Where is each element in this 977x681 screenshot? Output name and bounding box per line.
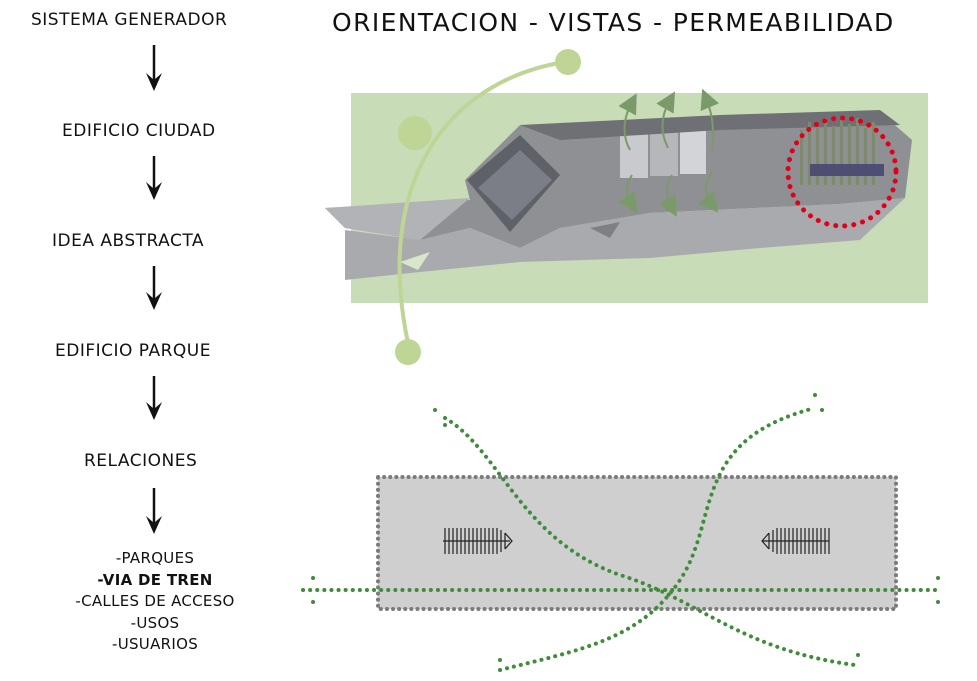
- flow-arrow-3: [146, 266, 162, 310]
- flow-arrow-4: [146, 376, 162, 420]
- green-node-bottom: [395, 339, 421, 365]
- relation-calles-de-acceso: -CALLES DE ACCESO: [75, 592, 235, 610]
- plan-flow-lines: [301, 406, 942, 672]
- step-sistema-generador: SISTEMA GENERADOR: [31, 10, 228, 30]
- relations-list: -PARQUES -VIA DE TREN -CALLES DE ACCESO …: [30, 548, 280, 656]
- green-node-top: [555, 49, 581, 75]
- relation-parques: -PARQUES: [115, 549, 195, 567]
- green-node-middle: [398, 116, 432, 150]
- flow-arrow-2: [146, 156, 162, 200]
- relation-via-de-tren: -VIA DE TREN: [97, 570, 213, 589]
- flow-arrow-1: [146, 45, 162, 91]
- relation-usos: -USOS: [130, 613, 180, 632]
- flow-line-descending: [443, 416, 857, 667]
- flow-line-ascending: [498, 406, 817, 672]
- flow-arrow-5: [146, 488, 162, 534]
- relation-usuarios: -USUARIOS: [111, 635, 199, 653]
- plan-symbol-left: [443, 528, 513, 554]
- view-arrows: [618, 88, 720, 217]
- flow-line-endpoints: [311, 393, 940, 662]
- building-render: [325, 110, 912, 280]
- highlight-circle: [785, 115, 899, 229]
- page-title: ORIENTACION - VISTAS - PERMEABILIDAD: [332, 8, 895, 37]
- step-idea-abstracta: IDEA ABSTRACTA: [52, 231, 205, 251]
- plan-symbol-right: [761, 528, 830, 554]
- step-edificio-ciudad: EDIFICIO CIUDAD: [62, 121, 216, 141]
- green-arc: [397, 60, 566, 353]
- step-edificio-parque: EDIFICIO PARQUE: [55, 341, 211, 361]
- step-relaciones: RELACIONES: [84, 451, 198, 471]
- plan-building-footprint: [376, 475, 898, 611]
